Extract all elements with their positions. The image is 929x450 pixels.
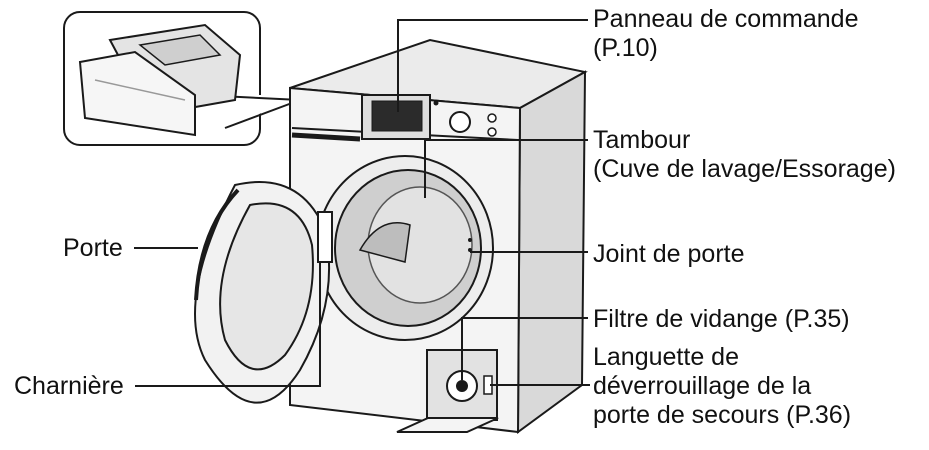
door-glass [219, 202, 314, 371]
leader-control-panel [397, 19, 588, 112]
label-control-panel-line1: Panneau de commande [593, 5, 859, 33]
leader-drum [424, 139, 588, 198]
label-drain-filter-line1: Filtre de vidange (P.35) [593, 305, 850, 333]
label-emergency-tab-line3: porte de secours (P.36) [593, 401, 852, 429]
label-hinge: Charnière [14, 372, 124, 401]
label-door-line1: Porte [63, 234, 123, 262]
hinge [317, 211, 333, 263]
label-control-panel: Panneau de commande (P.10) [593, 5, 858, 63]
label-control-panel-line2: (P.10) [593, 34, 658, 62]
label-drum: Tambour (Cuve de lavage/Essorage) [593, 126, 896, 184]
label-door: Porte [63, 234, 123, 263]
door-handle [194, 188, 240, 301]
label-drum-line2: (Cuve de lavage/Essorage) [593, 155, 896, 183]
label-door-seal: Joint de porte [593, 240, 745, 269]
leader-drain-filter [461, 317, 588, 380]
label-drain-filter: Filtre de vidange (P.35) [593, 305, 850, 334]
label-emergency-tab: Languette de déverrouillage de la porte … [593, 343, 851, 430]
door [194, 181, 333, 404]
label-hinge-line1: Charnière [14, 372, 124, 400]
leader-lines [134, 19, 590, 387]
drum [316, 155, 494, 341]
label-door-seal-line1: Joint de porte [593, 240, 745, 268]
program-dial [449, 111, 471, 133]
label-emergency-tab-line2: déverrouillage de la [593, 372, 812, 400]
hatch-cover [396, 417, 499, 433]
leader-hinge [135, 262, 321, 387]
label-drum-line1: Tambour [593, 126, 691, 154]
detergent-drawer-inset [63, 11, 301, 146]
control-panel [361, 94, 497, 140]
label-emergency-tab-line1: Languette de [593, 343, 739, 371]
drawer-front [78, 50, 196, 137]
